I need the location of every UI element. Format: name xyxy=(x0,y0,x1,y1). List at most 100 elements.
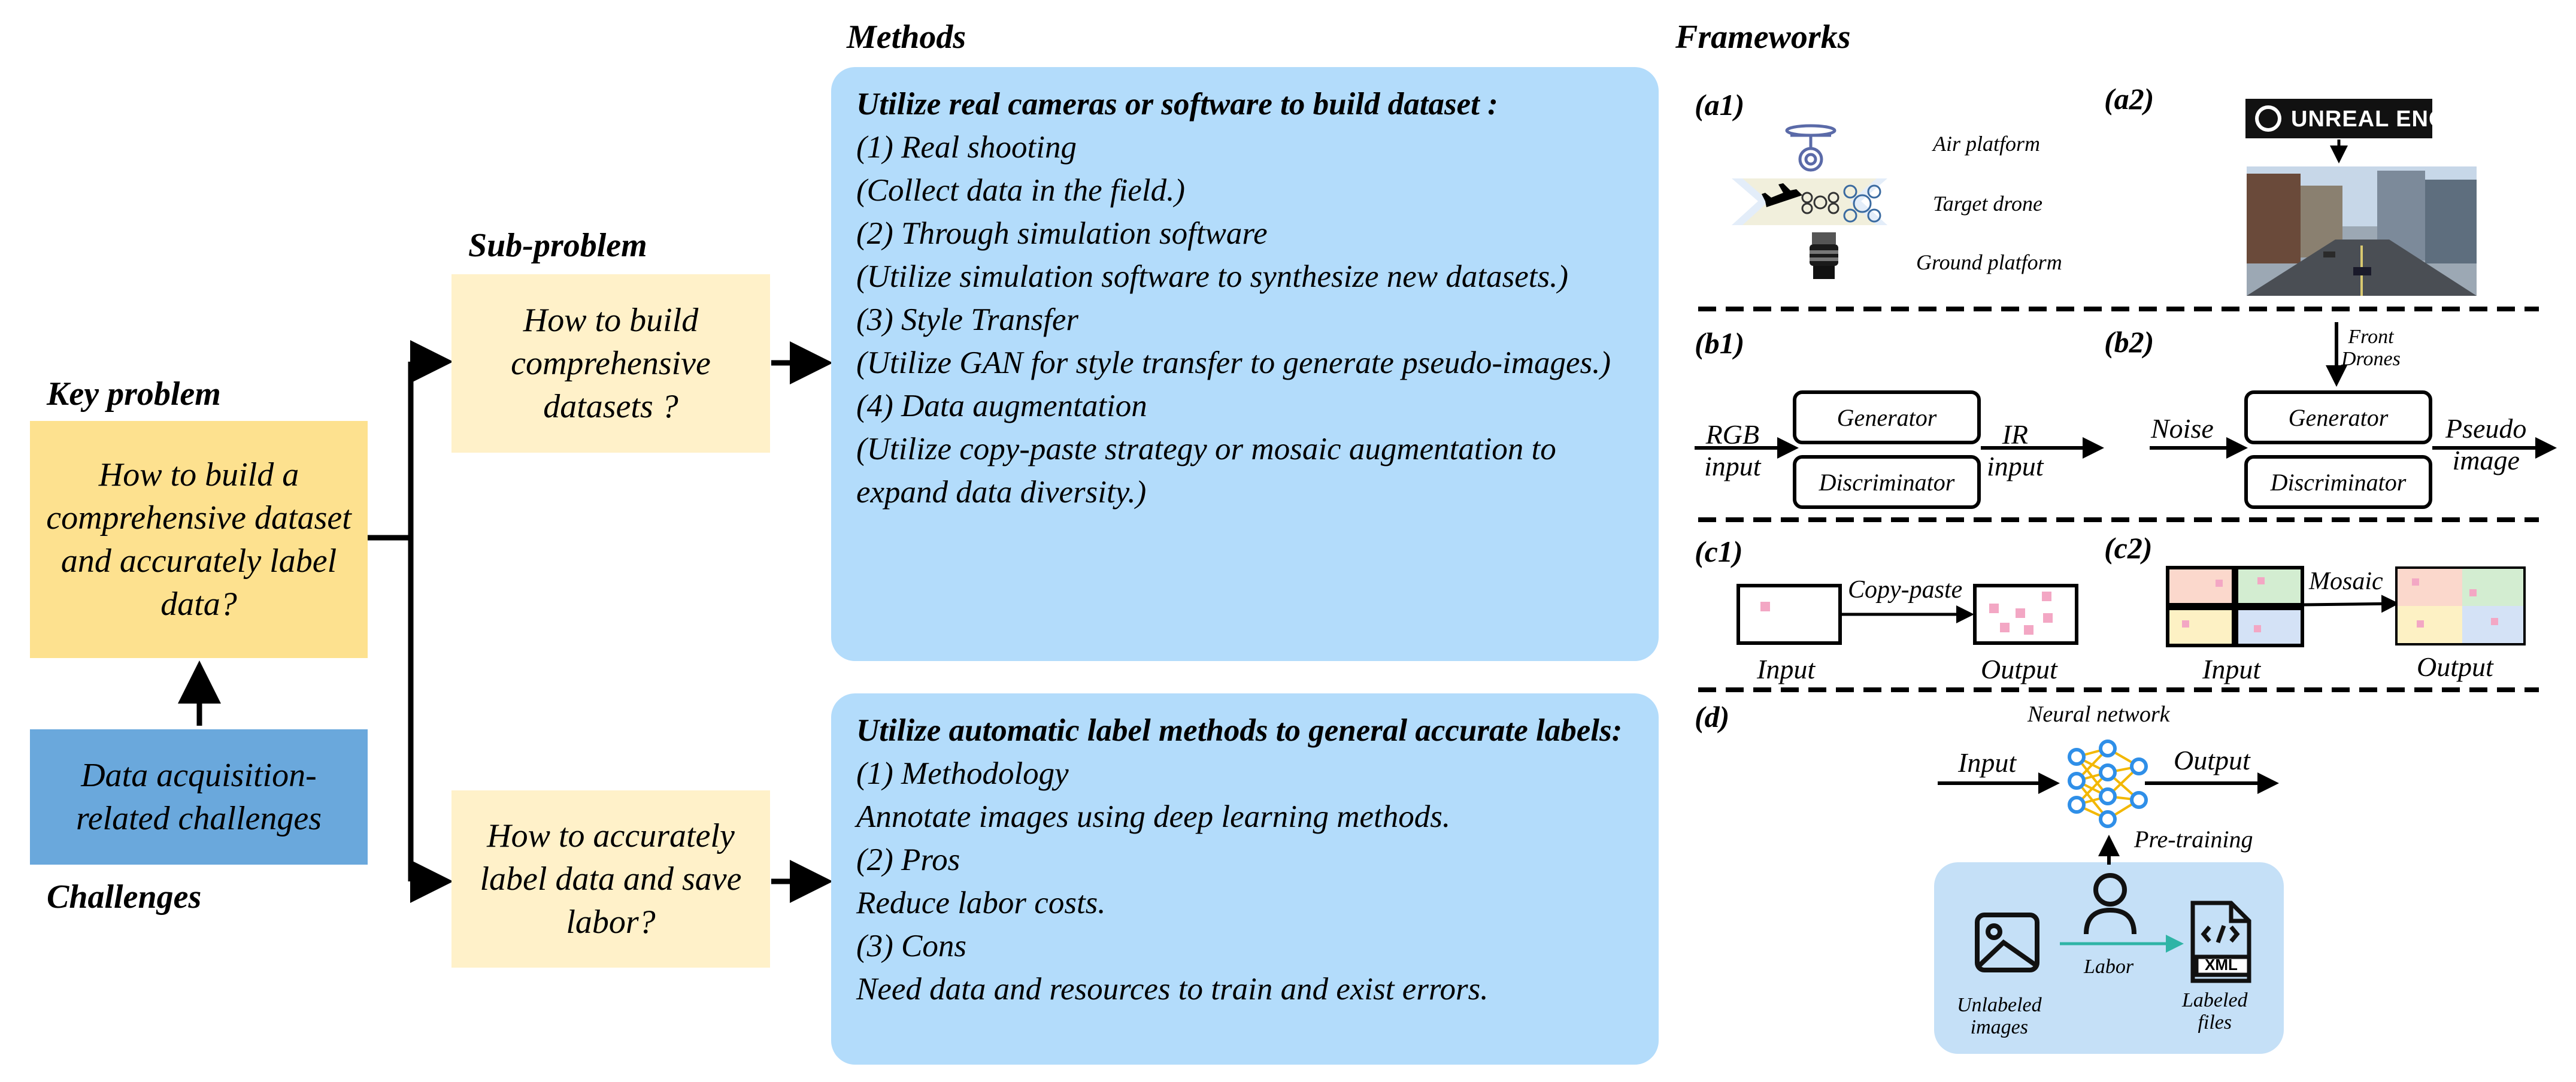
method-line: Need data and resources to train and exi… xyxy=(856,972,1489,1007)
methods-heading: Utilize real cameras or software to buil… xyxy=(856,87,1498,122)
b2-discriminator-box: Discriminator xyxy=(2244,455,2432,509)
sub-problem-text: How to build comprehensive datasets ? xyxy=(511,302,711,425)
pre-training-label: Pre-training xyxy=(2134,826,2253,853)
b2-front-drones-label: Front Drones xyxy=(2341,326,2401,371)
labeled-line2: files xyxy=(2198,1011,2232,1034)
neural-network-label: Neural network xyxy=(2028,702,2170,727)
tag-b1: (b1) xyxy=(1695,326,1745,360)
b1-output-line1: IR xyxy=(2002,419,2028,450)
b2-output-line1: Pseudo xyxy=(2445,413,2527,444)
methods-box-dataset: Utilize real cameras or software to buil… xyxy=(831,67,1659,661)
tree-connectors xyxy=(178,340,833,903)
mosaic-label: Mosaic xyxy=(2309,568,2383,595)
a2-unreal-graphic xyxy=(2245,99,2477,296)
target-drone-icons xyxy=(1801,184,1881,223)
unlabeled-line2: images xyxy=(1970,1016,2028,1039)
method-line: (Utilize simulation software to synthesi… xyxy=(856,259,1569,294)
b1-generator-box: Generator xyxy=(1793,390,1981,444)
labeled-files-label: Labeled files xyxy=(2182,989,2248,1034)
b2-output-label: Pseudo image xyxy=(2445,413,2526,477)
b2-output-line2: image xyxy=(2452,444,2520,475)
b2-generator-label: Generator xyxy=(2288,404,2389,431)
c2-graphic xyxy=(2166,566,2526,647)
sub-problem-text: How to accurately label data and save la… xyxy=(480,817,742,941)
methods-header: Methods xyxy=(847,19,966,56)
target-drone-label: Target drone xyxy=(1933,192,2043,216)
b2-front-line1: Front xyxy=(2348,326,2394,348)
xml-label: XML xyxy=(2205,956,2238,974)
b1-output-line2: input xyxy=(1987,450,2044,481)
methods-box-label: Utilize automatic label methods to gener… xyxy=(831,693,1659,1065)
challenges-header: Challenges xyxy=(47,878,202,916)
method-line: (3) Style Transfer xyxy=(856,302,1078,337)
sub-problem-box-label: How to accurately label data and save la… xyxy=(451,790,770,968)
xml-file-icon xyxy=(2190,901,2251,983)
ground-camera-icon xyxy=(1810,232,1838,279)
b1-output-label: IR input xyxy=(1987,419,2044,483)
b1-generator-label: Generator xyxy=(1836,404,1937,431)
person-icon xyxy=(2084,873,2136,935)
method-line: (1) Methodology xyxy=(856,756,1069,791)
tag-c1: (c1) xyxy=(1695,535,1743,568)
b1-input-label: RGB input xyxy=(1704,419,1761,483)
c2-input-label: Input xyxy=(2202,654,2261,684)
method-line: (3) Cons xyxy=(856,929,967,963)
sub-problem-header: Sub-problem xyxy=(468,227,647,264)
labeled-line1: Labeled xyxy=(2182,989,2248,1011)
network-edges xyxy=(2075,747,2140,820)
method-line: Reduce labor costs. xyxy=(856,886,1106,920)
b1-discriminator-box: Discriminator xyxy=(1793,455,1981,509)
method-line: (2) Through simulation software xyxy=(856,216,1268,251)
d-input-label: Input xyxy=(1958,747,2017,778)
tag-a2: (a2) xyxy=(2104,82,2154,116)
method-line: (2) Pros xyxy=(856,842,960,877)
b2-discriminator-label: Discriminator xyxy=(2270,468,2407,496)
unlabeled-images-label: Unlabeled images xyxy=(1957,994,2042,1039)
method-line: (Utilize GAN for style transfer to gener… xyxy=(856,345,1611,380)
unreal-engine-label: UNREAL ENGINE xyxy=(2291,107,2487,132)
a1-platform-graphic xyxy=(1732,124,1887,279)
b1-input-line1: RGB xyxy=(1705,419,1759,450)
labor-label: Labor xyxy=(2084,956,2134,978)
tag-b2: (b2) xyxy=(2104,325,2154,359)
b2-noise-label: Noise xyxy=(2151,413,2214,444)
methods-heading: Utilize automatic label methods to gener… xyxy=(856,713,1623,748)
b2-generator-box: Generator xyxy=(2244,390,2432,444)
tag-d: (d) xyxy=(1695,700,1730,734)
airplane-icon xyxy=(1762,183,1802,207)
c1-input-label: Input xyxy=(1757,654,1816,684)
b2-arrows xyxy=(2150,322,2557,459)
key-problem-box: How to build a comprehensive dataset and… xyxy=(30,421,368,658)
frameworks-header: Frameworks xyxy=(1675,19,1851,56)
method-line: (4) Data augmentation xyxy=(856,389,1147,423)
air-platform-label: Air platform xyxy=(1933,132,2041,156)
c1-output-label: Output xyxy=(1981,654,2057,684)
sub-problem-box-dataset: How to build comprehensive datasets ? xyxy=(451,274,770,453)
framework-separators xyxy=(1698,307,2539,692)
method-line: (Collect data in the field.) xyxy=(856,173,1186,208)
b1-discriminator-label: Discriminator xyxy=(1819,468,1955,496)
c2-output-label: Output xyxy=(2417,651,2493,682)
tag-c2: (c2) xyxy=(2104,531,2153,565)
d-output-label: Output xyxy=(2174,745,2250,775)
key-problem-header: Key problem xyxy=(47,375,221,413)
network-nodes xyxy=(2068,739,2148,828)
b2-front-line2: Drones xyxy=(2341,348,2401,371)
unlabeled-line1: Unlabeled xyxy=(1957,994,2042,1016)
copy-paste-label: Copy-paste xyxy=(1848,576,1963,604)
challenge-box: Data acquisition-related challenges xyxy=(30,729,368,865)
method-line: Annotate images using deep learning meth… xyxy=(856,799,1451,834)
air-drone-icon xyxy=(1785,124,1836,172)
tag-a1: (a1) xyxy=(1695,88,1745,122)
image-icon xyxy=(1975,913,2039,972)
method-line: (1) Real shooting xyxy=(856,130,1077,165)
method-line: (Utilize copy-paste strategy or mosaic a… xyxy=(856,432,1556,510)
ground-platform-label: Ground platform xyxy=(1916,250,2062,274)
challenge-text: Data acquisition-related challenges xyxy=(75,757,322,837)
b1-input-line2: input xyxy=(1704,450,1761,481)
key-problem-text: How to build a comprehensive dataset and… xyxy=(46,456,351,623)
d-graphic xyxy=(1934,739,2284,1054)
c1-graphic xyxy=(1736,584,2078,645)
